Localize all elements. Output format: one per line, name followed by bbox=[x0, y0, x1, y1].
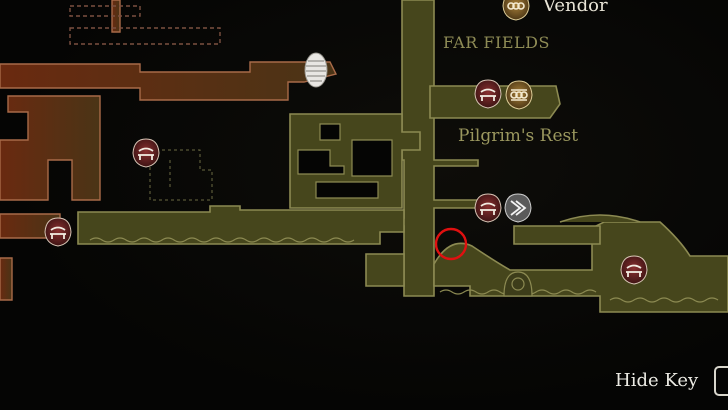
bench-icon bbox=[480, 88, 496, 101]
region-name-label: FAR FIELDS bbox=[443, 33, 550, 52]
pilgrims-rest-label: Pilgrim's Rest bbox=[458, 126, 578, 146]
hide-key-label[interactable]: Hide Key bbox=[615, 370, 699, 391]
bench-marker-4[interactable] bbox=[474, 193, 502, 223]
bench-marker-2[interactable] bbox=[44, 217, 72, 247]
vendor-icon bbox=[510, 89, 528, 101]
button-prompt-icon[interactable] bbox=[714, 366, 728, 396]
bench-icon bbox=[626, 264, 642, 277]
bench-icon bbox=[50, 226, 66, 239]
bench-icon bbox=[480, 202, 496, 215]
player-location-circle bbox=[434, 227, 468, 261]
bench-icon bbox=[138, 147, 154, 160]
dome-icon bbox=[503, 271, 533, 297]
west-region bbox=[0, 0, 338, 301]
cocoon-icon bbox=[306, 60, 326, 82]
vendor-marker-map[interactable] bbox=[505, 80, 533, 110]
key-vendor-label: Vendor bbox=[543, 0, 608, 16]
far-fields-cutouts bbox=[297, 123, 393, 199]
bench-marker-1[interactable] bbox=[132, 138, 160, 168]
unexplored-outline bbox=[149, 149, 213, 201]
cocoon-marker[interactable] bbox=[304, 52, 328, 88]
vendor-icon bbox=[507, 2, 525, 10]
ventrica-marker[interactable] bbox=[504, 193, 532, 223]
bench-marker-3[interactable] bbox=[474, 79, 502, 109]
key-vendor-icon bbox=[502, 0, 530, 21]
ventrica-icon bbox=[510, 200, 527, 216]
bench-marker-5[interactable] bbox=[620, 255, 648, 285]
